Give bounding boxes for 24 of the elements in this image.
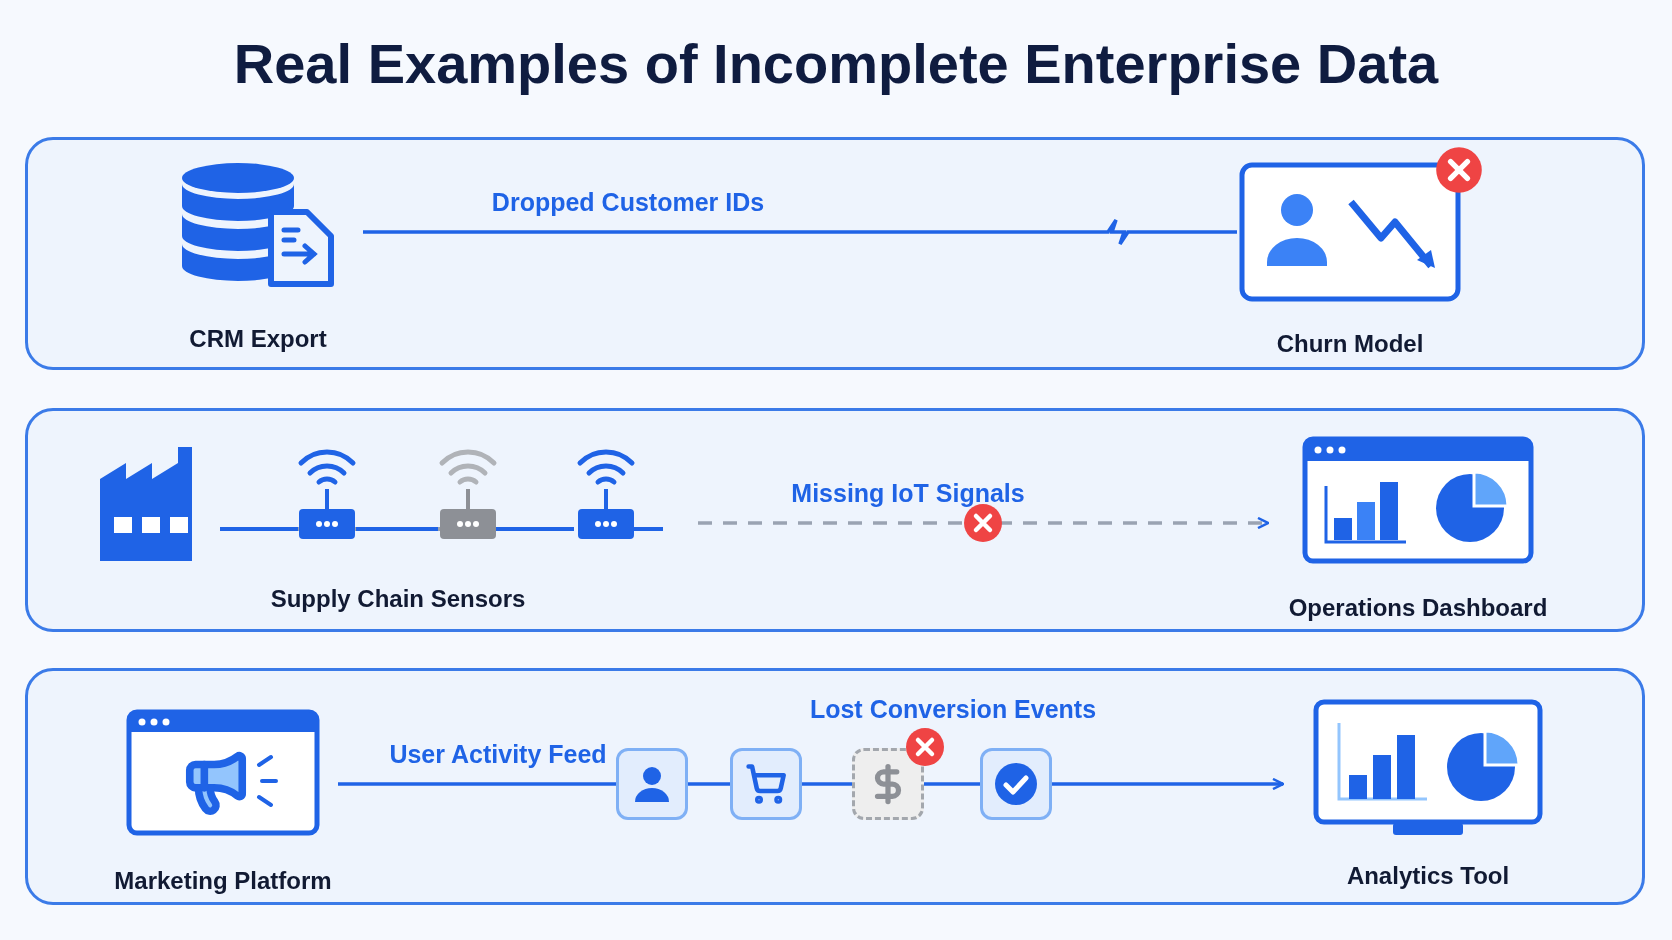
edge-label: User Activity Feed [389,739,607,770]
edge-label: Missing IoT Signals [791,478,1025,509]
node-caption: Operations Dashboard [1288,593,1548,623]
node-caption: Analytics Tool [1346,861,1510,891]
panel-band [25,668,1645,905]
connector-line [924,782,980,786]
node-caption: Marketing Platform [114,866,332,896]
event-step-box [616,748,688,820]
node-caption: Churn Model [1276,329,1424,359]
node-caption: Supply Chain Sensors [270,584,526,614]
group-label: Lost Conversion Events [809,694,1097,725]
arrow [1052,777,1285,791]
panel-band [25,137,1645,370]
connector-line [688,782,730,786]
event-step-box [980,748,1052,820]
title: Real Examples of Incomplete Enterprise Data [233,31,1439,97]
event-step-box [730,748,802,820]
connector-line [363,218,1237,246]
edge-label: Dropped Customer IDs [491,187,765,218]
connector-line [802,782,852,786]
arrow [698,516,1270,530]
connector-line [338,782,616,786]
node-caption: CRM Export [189,324,327,354]
panel-band [25,408,1645,632]
